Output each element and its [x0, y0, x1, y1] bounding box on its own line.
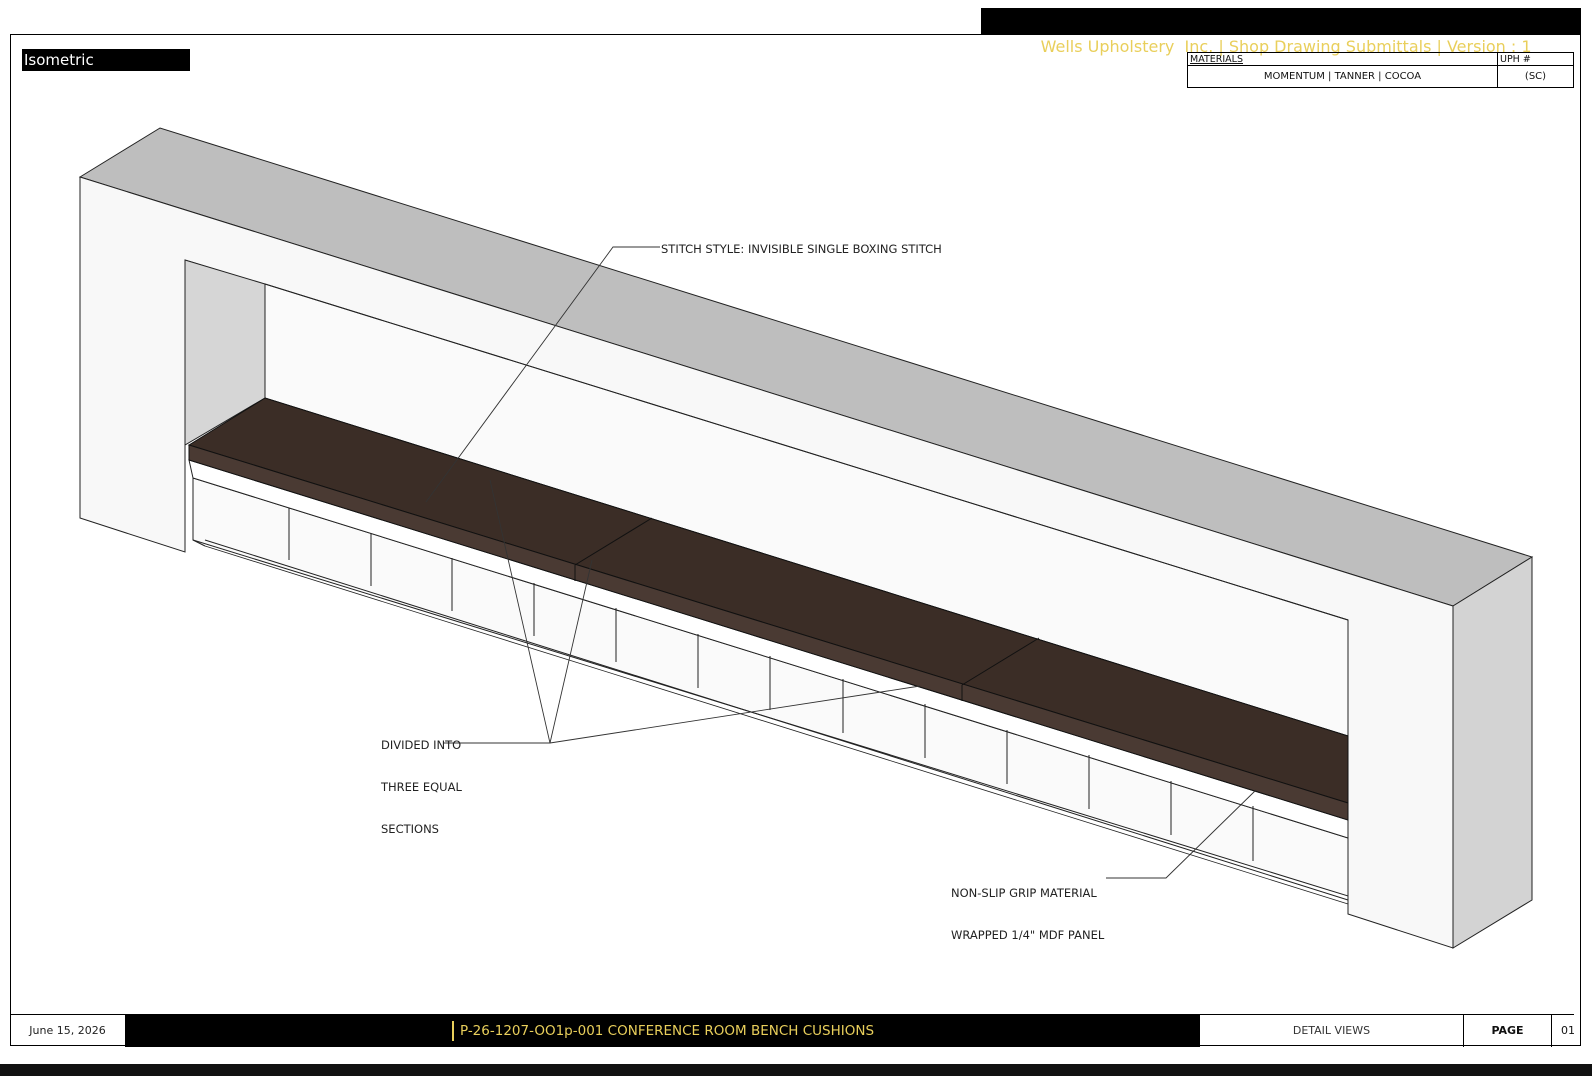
footer-project-title: P-26-1207-OO1p-001 CONFERENCE ROOM BENCH… [126, 1015, 1200, 1047]
stitch-callout: STITCH STYLE: INVISIBLE SINGLE BOXING ST… [661, 242, 942, 256]
cushion-seam-2 [961, 637, 1040, 686]
footer-page-number: 01 [1561, 1024, 1575, 1037]
material-value: MOMENTUM | TANNER | COCOA [1187, 65, 1498, 88]
uph-value: (SC) [1497, 65, 1574, 88]
header-title: Wells Upholstery Inc. | Shop Drawing Sub… [1040, 37, 1532, 56]
sections-callout-line3: SECTIONS [381, 822, 439, 836]
view-label: Isometric [22, 49, 190, 71]
enclosure-right-side [1452, 556, 1533, 949]
grip-callout: NON-SLIP GRIP MATERIAL WRAPPED 1/4" MDF … [951, 858, 1104, 956]
grip-callout-line2: WRAPPED 1/4" MDF PANEL [951, 928, 1105, 942]
footer-date: June 15, 2026 [10, 1015, 126, 1047]
cushion-front [188, 444, 1349, 821]
title-block: June 15, 2026 P-26-1207-OO1p-001 CONFERE… [10, 1014, 1575, 1048]
sections-callout-line2: THREE EQUAL [381, 780, 462, 794]
footer-view-type: DETAIL VIEWS [1200, 1015, 1464, 1047]
title-tick-mark [451, 1021, 454, 1041]
footer-page-label: PAGE [1464, 1015, 1552, 1047]
leader-lines [425, 246, 1257, 879]
bottom-strip [0, 1064, 1592, 1076]
base-panel-dividers [288, 508, 1254, 861]
sections-callout-line1: DIVIDED INTO [381, 738, 462, 752]
header-bar: Wells Upholstery Inc. | Shop Drawing Sub… [981, 8, 1581, 56]
cushion-seam-1 [574, 517, 653, 566]
sections-callout: DIVIDED INTO THREE EQUAL SECTIONS [381, 710, 462, 850]
grip-callout-line1: NON-SLIP GRIP MATERIAL [951, 886, 1097, 900]
materials-table: MATERIALS UPH # MOMENTUM | TANNER | COCO… [1187, 52, 1574, 88]
